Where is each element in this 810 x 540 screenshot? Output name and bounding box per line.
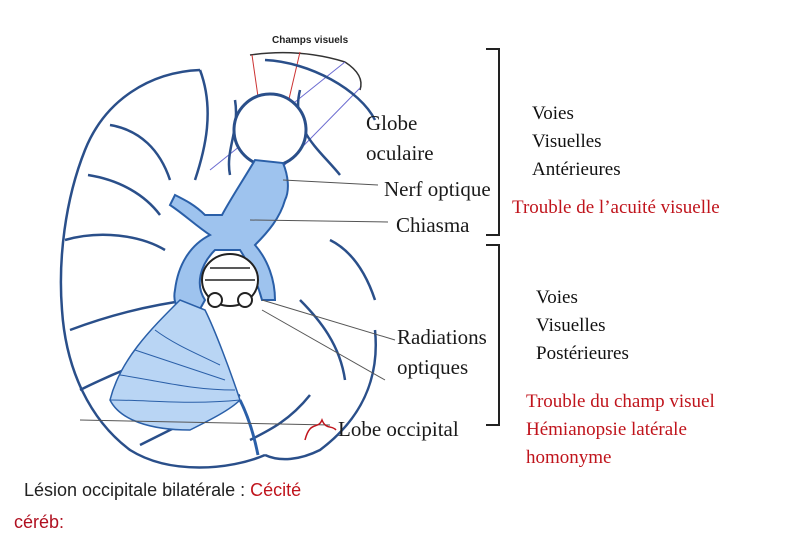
posterior-title-line2: Visuelles: [536, 315, 606, 336]
anterior-title-line2: Visuelles: [532, 131, 602, 152]
lesion-caption-red: Cécité: [250, 480, 302, 500]
label-radiations-line1: Radiations: [397, 325, 487, 349]
lesion-caption: Lésion occipitale bilatérale : Cécité: [24, 480, 301, 501]
label-globe-line2: oculaire: [366, 141, 434, 165]
anterior-title-line3: Antérieures: [532, 159, 621, 180]
label-globe-line1: Globe: [366, 111, 418, 135]
anterior-title-line1: Voies: [532, 103, 574, 124]
posterior-trouble-text: Trouble du champ visuel Hémianopsie laté…: [526, 388, 715, 472]
visual-pathway-diagram: Champs visuels: [59, 35, 396, 469]
label-lobe-occipital: Lobe occipital: [338, 417, 459, 441]
anterior-trouble-text: Trouble de l’acuité visuelle: [512, 197, 720, 218]
label-chiasma: Chiasma: [396, 213, 470, 237]
posterior-trouble-line2: Hémianopsie latérale: [526, 419, 687, 440]
artist-signature: [304, 417, 337, 441]
posterior-title-line1: Voies: [536, 287, 578, 308]
midbrain: [201, 253, 259, 308]
label-nerf-optique: Nerf optique: [384, 177, 491, 201]
posterior-trouble-line3: homonyme: [526, 447, 612, 468]
diagram-small-title: Champs visuels: [272, 35, 349, 46]
posterior-title-line3: Postérieures: [536, 343, 629, 364]
label-radiations-line2: optiques: [397, 355, 469, 379]
label-leader-lines: [79, 179, 396, 426]
posterior-trouble-line1: Trouble du champ visuel: [526, 391, 715, 412]
label-globe-oculaire: Globe oculaire: [366, 108, 434, 168]
lesion-caption-line2: céréb:: [14, 512, 65, 532]
posterior-pathway-title: Voies Visuelles Postérieures: [536, 284, 629, 368]
label-radiations-optiques: Radiations optiques: [397, 322, 487, 382]
eyeball: [232, 92, 308, 168]
anterior-pathway-title: Voies Visuelles Antérieures: [532, 100, 621, 184]
lesion-caption-prefix: Lésion occipitale bilatérale :: [24, 480, 251, 500]
anterior-bracket: [486, 48, 500, 236]
posterior-bracket: [486, 244, 500, 426]
